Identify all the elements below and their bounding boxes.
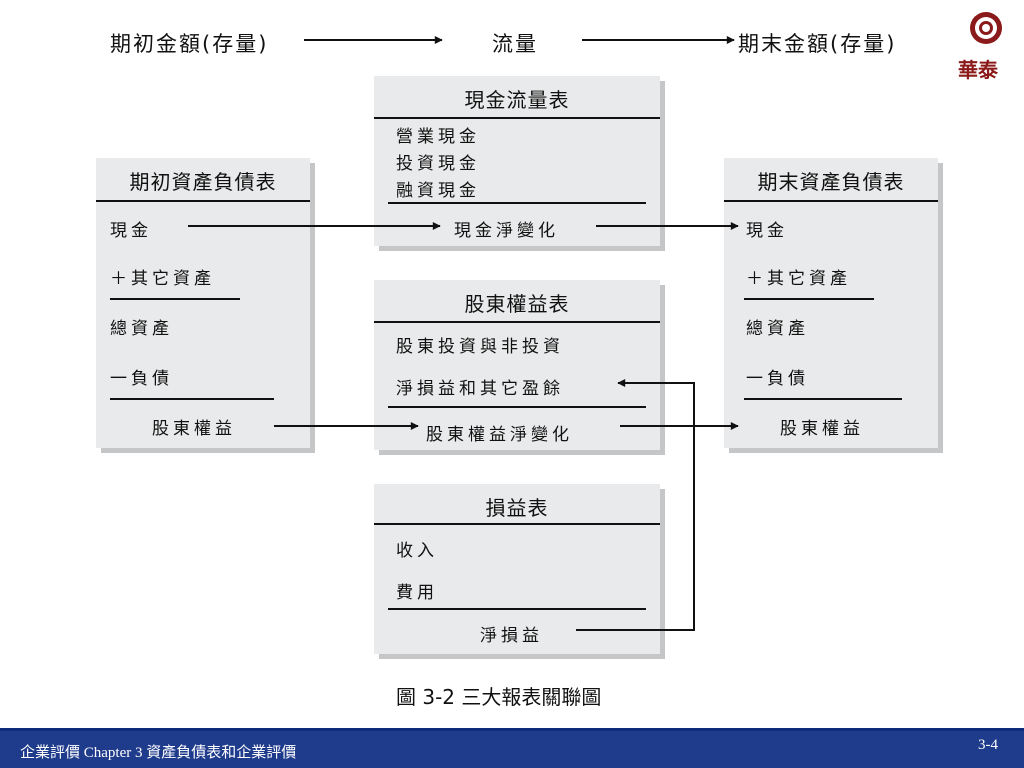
operating-cash: 營業現金 (396, 127, 480, 147)
shareholder-investments: 股東投資與非投資 (396, 337, 564, 357)
net-income: 淨損益 (480, 626, 543, 646)
income-statement-title: 損益表 (485, 496, 549, 520)
closing-total-assets: 總資產 (746, 319, 809, 339)
header-flow-label: 流量 (492, 32, 538, 56)
connector-arrows (188, 36, 739, 631)
header-closing-label: 期末金額(存量) (738, 32, 897, 56)
net-income-arrow (576, 379, 695, 631)
closing-liabilities: 一負債 (746, 369, 809, 389)
opening-total-assets: 總資產 (110, 319, 173, 339)
figure-caption: 圖 3-2 三大報表關聯圖 (396, 685, 602, 709)
footer-bar: 企業評價 Chapter 3 資產負債表和企業評價 3-4 (0, 728, 1024, 768)
equity-statement-box: 股東權益表 股東投資與非投資 淨損益和其它盈餘 股東權益淨變化 (374, 280, 660, 450)
cash-flow-statement-box: 現金流量表 營業現金 投資現金 融資現金 現金淨變化 (374, 76, 660, 246)
net-equity-change: 股東權益淨變化 (426, 425, 573, 445)
investing-cash: 投資現金 (396, 154, 480, 174)
closing-other-assets: ＋其它資產 (746, 269, 851, 289)
closing-cash: 現金 (746, 221, 788, 241)
footer-page-number: 3-4 (978, 737, 998, 753)
footer-title: 企業評價 Chapter 3 資產負債表和企業評價 (20, 745, 297, 761)
expenses: 費用 (396, 583, 438, 603)
opening-other-assets: ＋其它資產 (110, 269, 215, 289)
equity-statement-title: 股東權益表 (464, 292, 570, 316)
logo: 華泰 (958, 8, 1016, 88)
opening-equity: 股東權益 (152, 419, 236, 439)
opening-balance-sheet-title: 期初資產負債表 (129, 170, 277, 194)
opening-liabilities: 一負債 (110, 369, 173, 389)
revenue: 收入 (396, 541, 438, 561)
opening-cash: 現金 (110, 221, 152, 241)
net-cash-change: 現金淨變化 (454, 221, 559, 241)
header-opening-label: 期初金額(存量) (110, 32, 269, 56)
closing-balance-sheet-title: 期末資產負債表 (757, 170, 905, 194)
closing-balance-sheet-box: 期末資產負債表 現金 ＋其它資產 總資產 一負債 股東權益 (724, 158, 938, 448)
logo-text: 華泰 (958, 58, 998, 82)
net-income-and-other-surplus: 淨損益和其它盈餘 (396, 379, 564, 399)
cash-flow-statement-title: 現金流量表 (464, 88, 570, 112)
financing-cash: 融資現金 (396, 181, 480, 201)
income-statement-box: 損益表 收入 費用 淨損益 (374, 484, 660, 654)
closing-equity: 股東權益 (780, 419, 864, 439)
opening-balance-sheet-box: 期初資產負債表 現金 ＋其它資產 總資產 一負債 股東權益 (96, 158, 310, 448)
